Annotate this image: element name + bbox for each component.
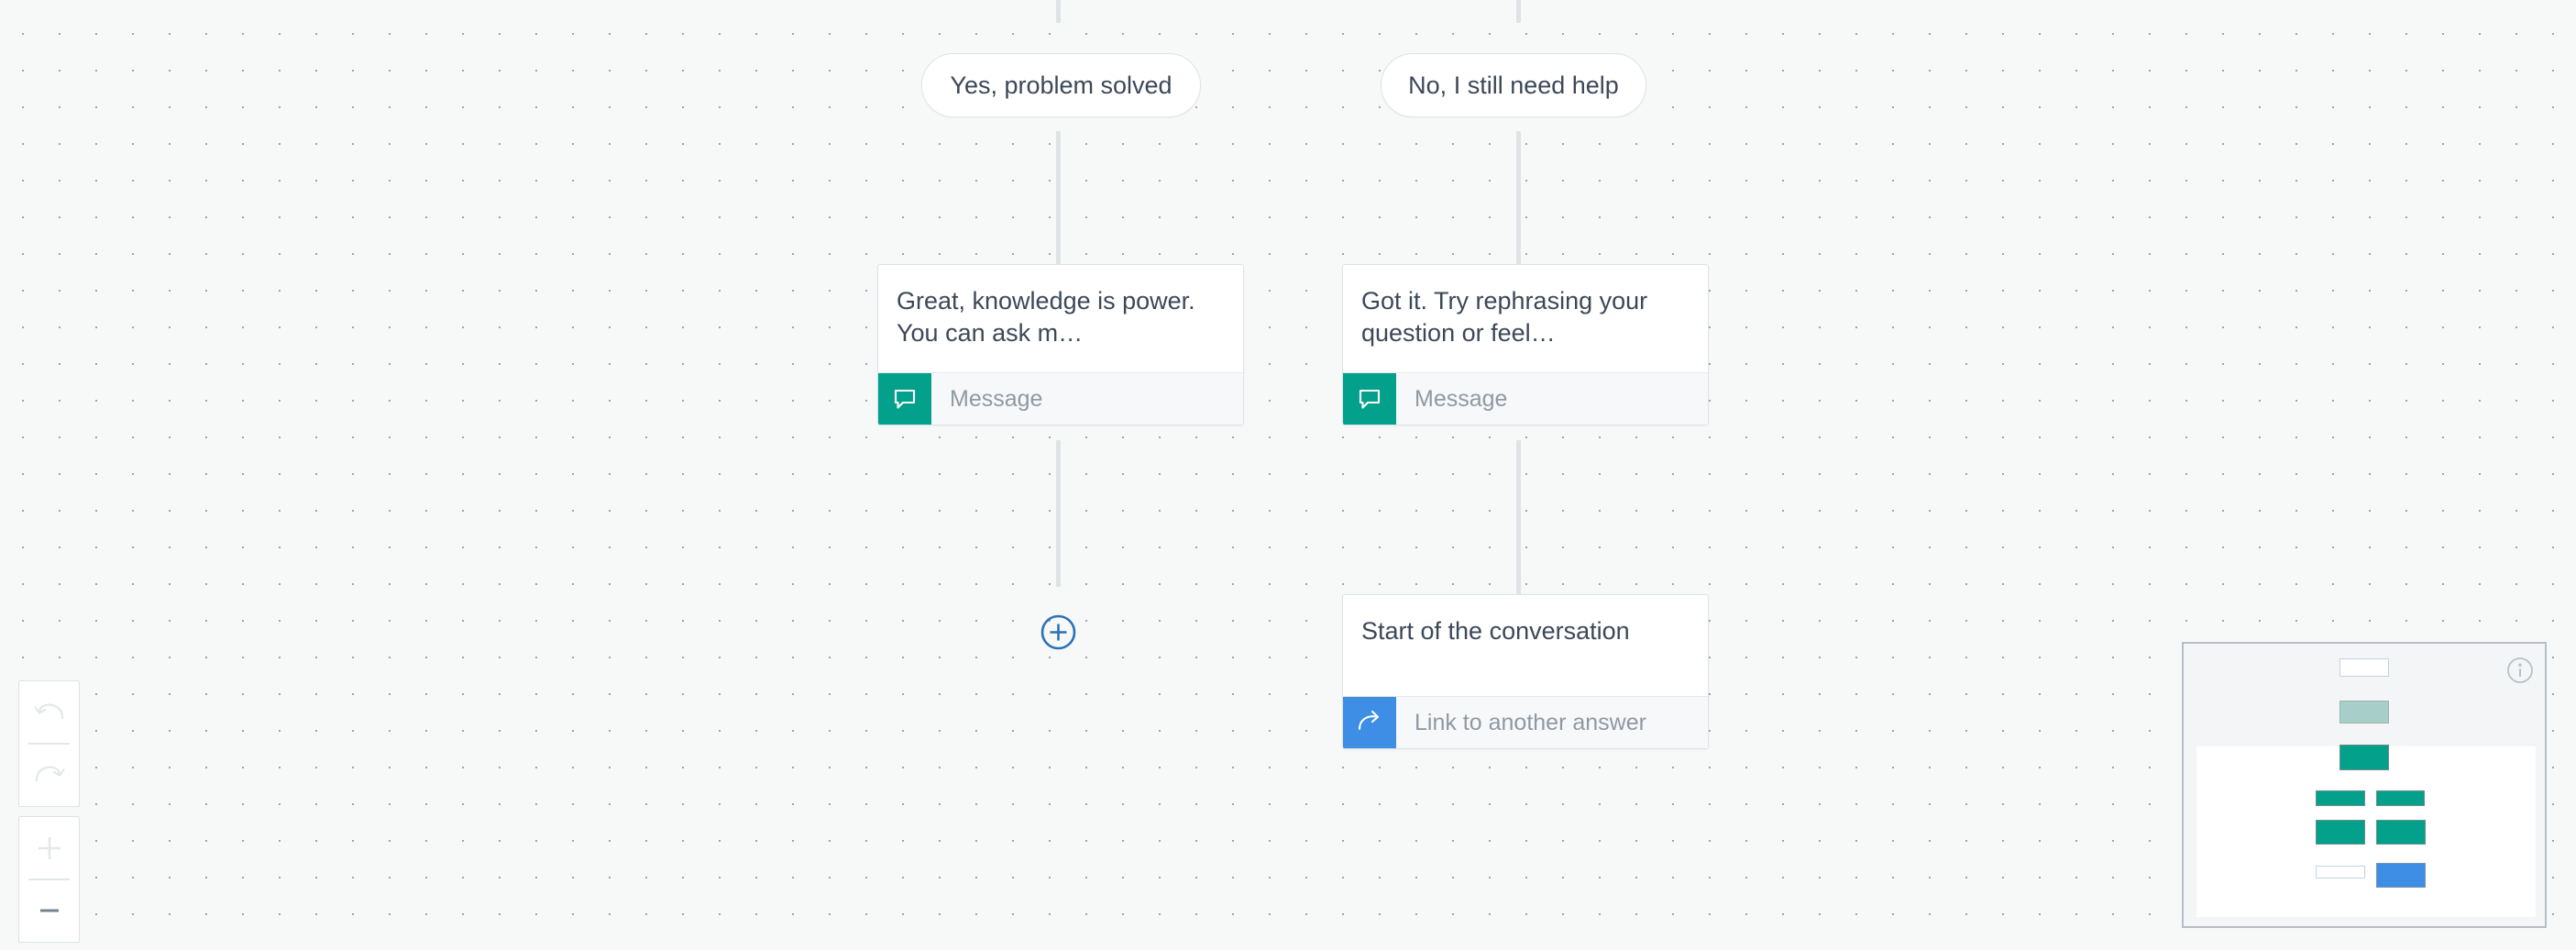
minimap-node: [2376, 820, 2426, 845]
card-footer-label[interactable]: Link to another answer: [1415, 709, 1646, 735]
card-footer-icon-box[interactable]: [878, 373, 931, 425]
minimap-node: [2316, 820, 2365, 845]
message-card-gotit[interactable]: Got it. Try rephrasing your question or …: [1342, 264, 1709, 426]
minus-icon: [39, 909, 59, 912]
zoom-in-button[interactable]: [19, 817, 79, 878]
circle-plus-icon: [1040, 614, 1076, 650]
plus-icon: [38, 836, 61, 859]
card-text: Great, knowledge is power. You can ask m…: [897, 287, 1195, 347]
card-text: Got it. Try rephrasing your question or …: [1361, 287, 1648, 347]
card-text: Start of the conversation: [1361, 617, 1630, 645]
message-card-great[interactable]: Great, knowledge is power. You can ask m…: [877, 264, 1244, 426]
curved-arrow-icon: [1358, 710, 1380, 731]
minimap-viewport[interactable]: [2196, 746, 2536, 917]
undo-arrow-icon: [33, 703, 63, 719]
zoom-out-button[interactable]: [19, 880, 79, 942]
card-footer-label[interactable]: Message: [950, 385, 1043, 412]
zoom-toolbar: [18, 816, 80, 943]
speech-bubble-icon: [894, 390, 916, 409]
undo-button[interactable]: [19, 681, 79, 743]
card-footer[interactable]: Message: [1343, 372, 1708, 425]
card-body: Got it. Try rephrasing your question or …: [1343, 265, 1708, 372]
answer-node[interactable]: Yes, problem solved: [921, 53, 1201, 117]
answer-node-label: Yes, problem solved: [950, 71, 1172, 99]
minimap-node: [2316, 866, 2365, 878]
minimap-node: [2339, 658, 2389, 677]
info-circle-icon: [2507, 657, 2533, 683]
card-footer-icon-box[interactable]: [1343, 373, 1396, 425]
card-body: Great, knowledge is power. You can ask m…: [878, 265, 1243, 372]
edge-connector: [1056, 440, 1061, 587]
edge-connector: [1516, 131, 1521, 267]
edge-connector: [1056, 131, 1061, 267]
minimap-node: [2339, 701, 2389, 724]
minimap-node: [2376, 790, 2425, 806]
answer-node[interactable]: No, I still need help: [1381, 53, 1646, 117]
redo-button[interactable]: [19, 745, 79, 806]
redo-arrow-icon: [35, 766, 65, 782]
minimap[interactable]: [2182, 642, 2547, 928]
minimap-node: [2376, 863, 2426, 888]
minimap-node: [2316, 790, 2365, 806]
speech-bubble-icon: [1359, 390, 1381, 409]
card-body: Start of the conversation: [1343, 595, 1708, 696]
toolbar-divider: [28, 743, 70, 745]
answer-node-label: No, I still need help: [1408, 71, 1619, 99]
card-footer[interactable]: Message: [878, 372, 1243, 425]
card-footer[interactable]: Link to another answer: [1343, 696, 1708, 748]
card-footer-icon-box[interactable]: [1343, 697, 1396, 748]
toolbar-divider: [28, 878, 70, 880]
edge-connector: [1516, 440, 1521, 594]
edge-connector: [1516, 0, 1521, 23]
minimap-node: [2339, 745, 2389, 770]
history-toolbar: [18, 680, 80, 807]
minimap-info-button[interactable]: [2506, 657, 2534, 689]
add-node-button[interactable]: [1040, 614, 1076, 650]
card-footer-label[interactable]: Message: [1415, 385, 1508, 412]
edge-connector: [1056, 0, 1061, 23]
